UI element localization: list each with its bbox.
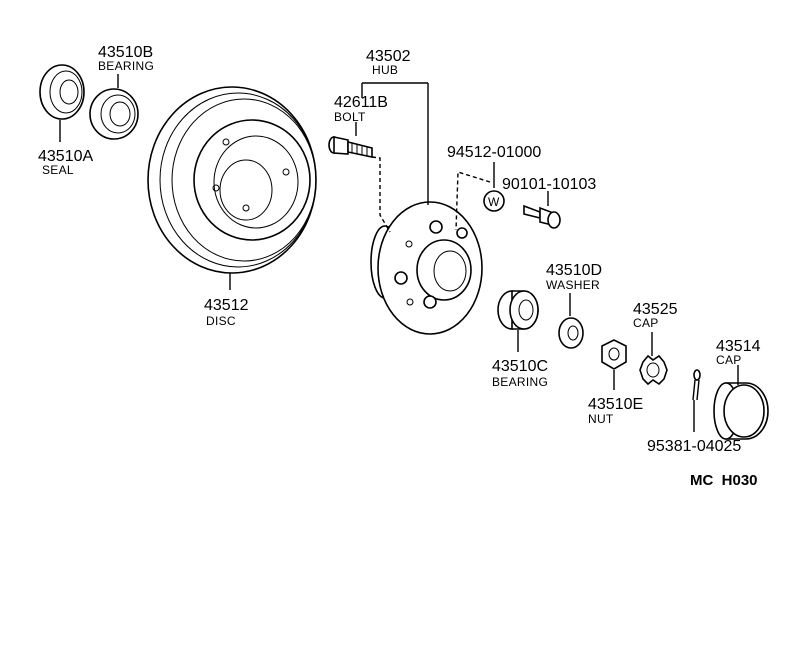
disc-part [147,86,317,290]
w-washer-number: 94512-01000 [447,144,541,161]
w-washer-mark: W [488,195,500,209]
inner-bearing-name: BEARING [492,375,548,389]
inner-bearing-part [497,290,539,352]
washer-number: 43510D [546,262,602,279]
bolt-number: 42611B [334,94,388,111]
hub-bolt-number: 90101-10103 [502,176,596,193]
grease-cap-number: 43514 [716,338,761,355]
nut-cap-name: CAP [633,316,659,330]
cotter-pin-number: 95381-04025 [647,438,741,455]
outer-bearing-name: BEARING [98,59,154,73]
washer-part [558,293,584,349]
hub-name: HUB [372,63,398,77]
seal-part [39,64,85,142]
hub-part [370,201,483,335]
disc-name: DISC [206,314,236,328]
bolt-part [328,122,391,233]
outer-bearing-part [89,74,139,140]
grease-cap-name: CAP [716,353,742,367]
nut-cap-number: 43525 [633,301,678,318]
w-washer-part: W [455,162,505,231]
nut-name: NUT [588,412,614,426]
hub-number: 43502 [366,48,411,65]
nut-number: 43510E [588,396,643,413]
disc-number: 43512 [204,297,249,314]
cotter-pin-part [692,369,701,432]
hub-bolt-part [523,191,561,229]
seal-number: 43510A [38,148,93,165]
washer-name: WASHER [546,278,600,292]
nut-part [601,339,627,390]
bolt-name: BOLT [334,110,366,124]
outer-bearing-number: 43510B [98,44,153,61]
inner-bearing-number: 43510C [492,358,548,375]
grease-cap-part [713,365,769,440]
hub-bracket-callout [361,82,429,205]
diagram-code: MC H030 [690,472,758,489]
seal-name: SEAL [42,163,74,177]
nut-cap-part [639,332,668,386]
